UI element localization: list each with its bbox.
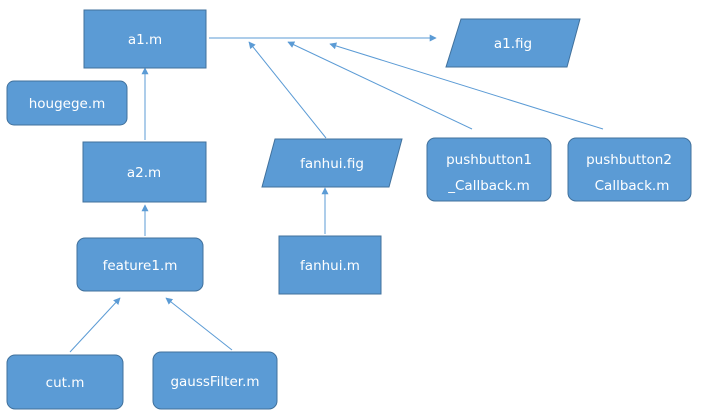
node-fanhui-m: fanhui.m	[278, 235, 382, 295]
node-a2-m-label: a2.m	[127, 165, 161, 181]
arrow-pushbutton2-to-a1m	[329, 42, 604, 130]
node-fanhui-fig: fanhui.fig	[261, 138, 403, 188]
node-pushbutton1-callback: pushbutton1 _Callback.m	[426, 137, 552, 202]
connectors	[69, 34, 604, 353]
node-cut-m: cut.m	[6, 354, 124, 410]
node-fanhui-m-label: fanhui.m	[300, 258, 360, 274]
arrow-fanhuifig-to-a1m	[248, 41, 327, 139]
node-pushbutton2-callback: pushbutton2 Callback.m	[567, 137, 692, 202]
node-pushbutton1-label-line1: pushbutton1	[446, 152, 532, 168]
node-a1-m-label: a1.m	[128, 32, 162, 48]
node-a2-m: a2.m	[82, 141, 207, 203]
node-pushbutton1-label-line2: _Callback.m	[447, 178, 529, 194]
node-feature1-m-label: feature1.m	[103, 258, 178, 274]
node-a1-fig: a1.fig	[445, 18, 581, 68]
node-hougege-m: hougege.m	[6, 80, 128, 126]
arrow-pushbutton1-to-a1m	[287, 41, 473, 130]
node-pushbutton2-label-line1: pushbutton2	[586, 152, 672, 168]
node-feature1-m: feature1.m	[76, 237, 204, 292]
node-fanhui-fig-label: fanhui.fig	[300, 156, 364, 172]
node-pushbutton2-label-line2: Callback.m	[595, 178, 670, 194]
node-a1-m: a1.m	[83, 9, 207, 69]
node-hougege-m-label: hougege.m	[29, 96, 106, 112]
node-cut-m-label: cut.m	[46, 375, 85, 391]
node-a1-fig-label: a1.fig	[494, 36, 532, 52]
node-gaussfilter-m: gaussFilter.m	[152, 351, 278, 410]
node-gaussfilter-m-label: gaussFilter.m	[170, 374, 259, 390]
arrow-cutm-to-feature1m	[69, 297, 121, 353]
arrow-gaussfilterm-to-feature1m	[165, 297, 233, 351]
